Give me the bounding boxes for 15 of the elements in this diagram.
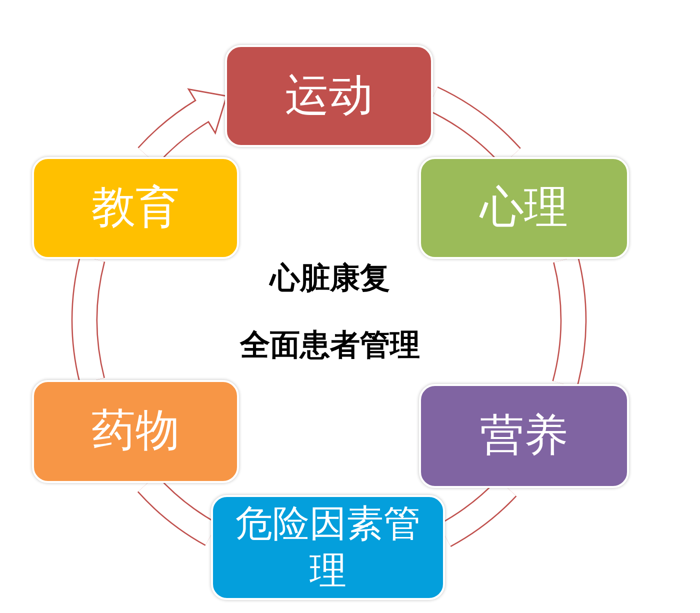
process-box (32, 157, 239, 259)
process-box (32, 380, 239, 483)
box-label: 营养 (479, 410, 569, 462)
box-label: 心理 (478, 182, 569, 234)
box-label: 药物 (90, 405, 180, 458)
process-box (225, 45, 433, 147)
process-box (419, 384, 629, 488)
box-label: 危险因素管理 (234, 501, 422, 594)
box-label: 运动 (284, 70, 374, 122)
connector-band (552, 256, 587, 387)
box-label: 教育 (90, 182, 180, 234)
process-box (419, 157, 629, 259)
center-title: 全面患者管理 (240, 327, 420, 365)
center-title: 心脏康复 (270, 260, 390, 298)
process-box (211, 495, 445, 600)
